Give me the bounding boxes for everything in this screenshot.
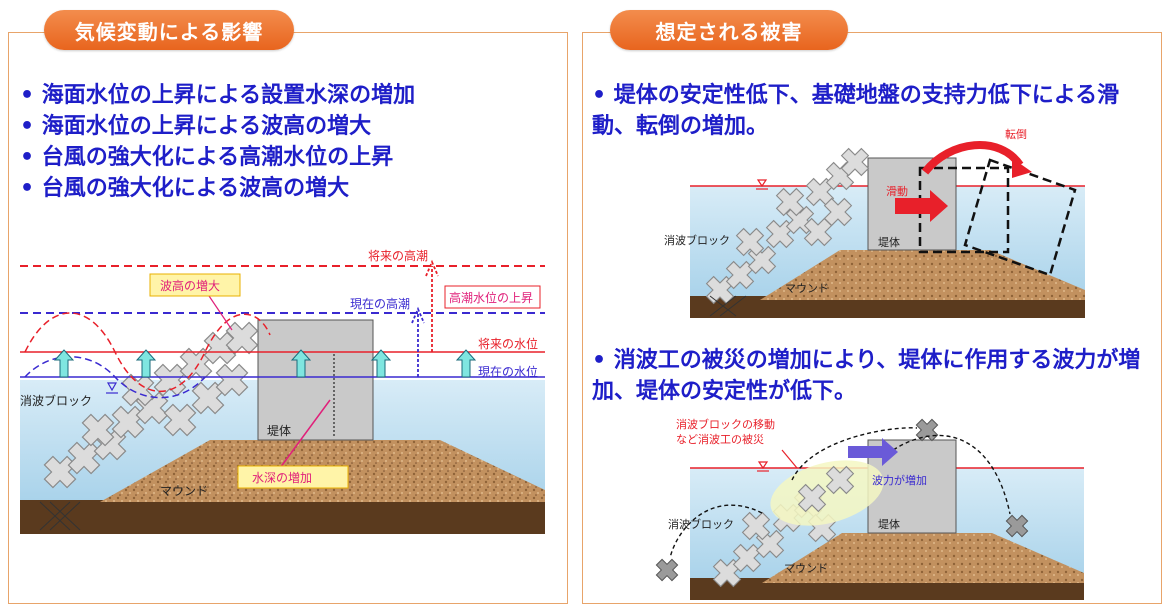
label-mound-2: マウンド [784, 562, 828, 575]
label-mound-1: マウンド [785, 282, 829, 295]
label-future-tide: 将来の高潮 [368, 248, 428, 263]
damage-bullet-1-list: 堤体の安定性低下、基礎地盤の支持力低下による滑動、転倒の増加。 [592, 80, 1152, 142]
damage-bullet-1: 堤体の安定性低下、基礎地盤の支持力低下による滑動、転倒の増加。 [592, 80, 1152, 142]
label-overturning: 転倒 [1005, 128, 1027, 141]
damage-bullet-2: 消波工の被災の増加により、堤体に作用する波力が増加、堤体の安定性が低下。 [592, 345, 1152, 407]
label-sliding: 滑動 [886, 184, 908, 198]
label-armor-block-2: 消波ブロック [668, 517, 734, 531]
tab-expected-damage: 想定される被害 [610, 10, 848, 50]
label-caisson-2: 堤体 [878, 517, 900, 531]
label-wave-force: 波力が増加 [872, 473, 927, 487]
label-damage-note-2: など消波工の被災 [676, 432, 764, 446]
caisson [257, 319, 374, 441]
label-depth-increase: 水深の増加 [252, 471, 312, 485]
impact-bullet-4: 台風の強大化による波高の増大 [20, 173, 415, 204]
seabed [20, 500, 545, 534]
label-mound: マウンド [160, 484, 208, 498]
label-current-water-level: 現在の水位 [478, 364, 538, 379]
label-tide-rise: 高潮水位の上昇 [449, 290, 533, 305]
label-armor-block-1: 消波ブロック [664, 233, 730, 247]
label-armor-block: 消波ブロック [20, 393, 92, 408]
label-damage-note-1: 消波ブロックの移動 [676, 417, 775, 431]
label-wave-height-increase: 波高の増大 [160, 278, 220, 293]
overturn-diagram: 転倒 滑動 消波ブロック 堤体 マウンド [664, 128, 1085, 318]
label-current-tide: 現在の高潮 [350, 296, 410, 311]
impact-bullet-list: 海面水位の上昇による設置水深の増加 海面水位の上昇による波高の増大 台風の強大化… [20, 80, 415, 204]
label-future-water-level: 将来の水位 [478, 336, 538, 351]
impact-diagram: 将来の高潮 現在の高潮 高潮水位の上昇 波高の増大 将来の水位 現在の水位 消波… [20, 248, 545, 534]
label-caisson-1: 堤体 [878, 235, 900, 249]
impact-bullet-1: 海面水位の上昇による設置水深の増加 [20, 80, 415, 111]
damage-bullet-2-list: 消波工の被災の増加により、堤体に作用する波力が増加、堤体の安定性が低下。 [592, 345, 1152, 407]
impact-bullet-2: 海面水位の上昇による波高の増大 [20, 111, 415, 142]
tab-climate-impact: 気候変動による影響 [44, 10, 294, 50]
label-caisson: 堤体 [267, 424, 291, 438]
impact-bullet-3: 台風の強大化による高潮水位の上昇 [20, 142, 415, 173]
wave-force-diagram: 消波ブロックの移動 など消波工の被災 波力が増加 消波ブロック 堤体 マウンド [650, 413, 1084, 600]
